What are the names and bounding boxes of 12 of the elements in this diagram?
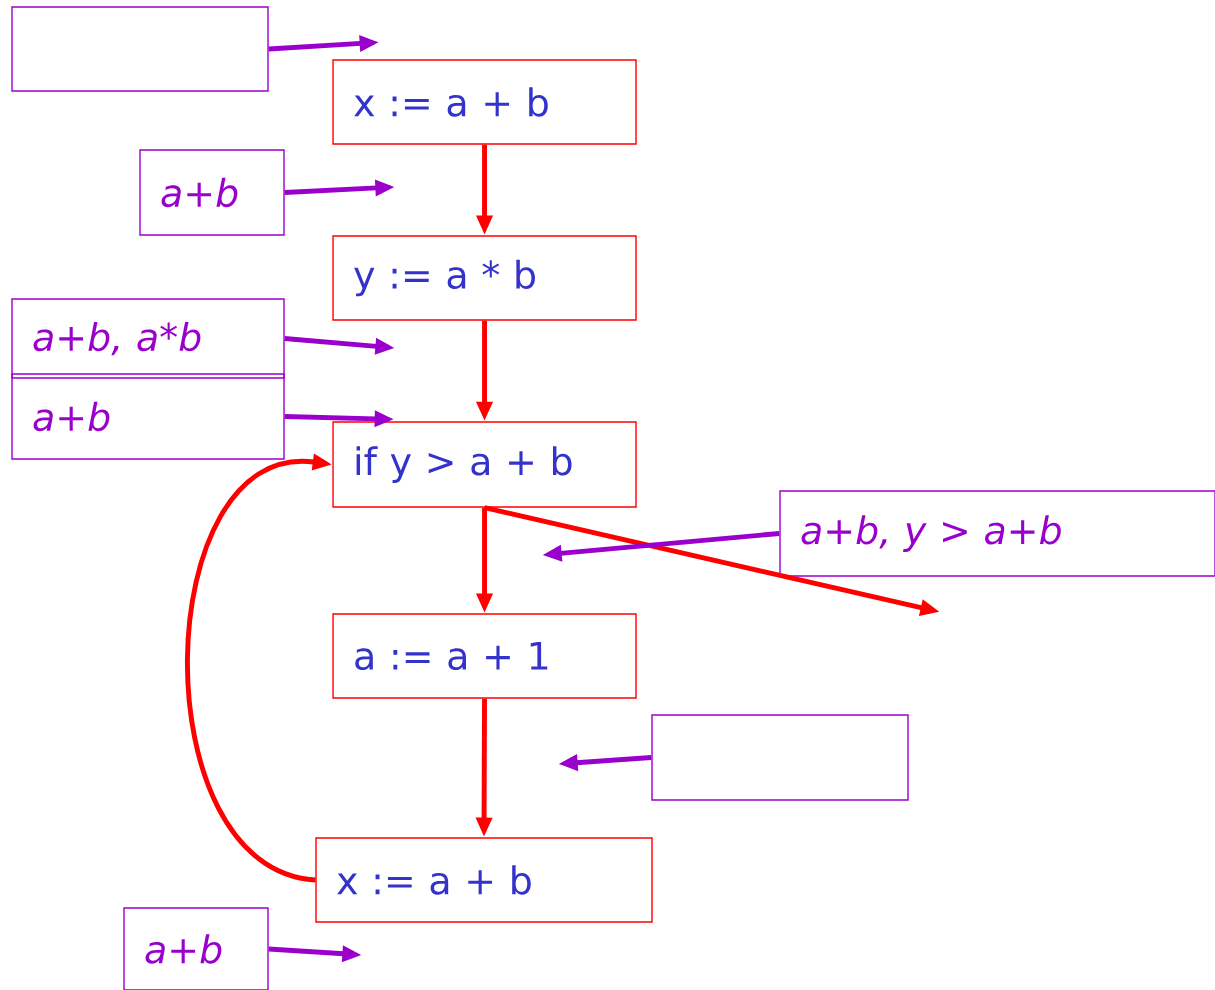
annotation-box: a+b, a*b (11, 298, 285, 379)
statement-box: a := a + 1 (332, 613, 637, 699)
annotation-box: a+b, y > a+b (779, 490, 1215, 577)
annotation-box: a+b (139, 149, 285, 236)
empty-box (651, 714, 909, 801)
annotation-box: a+b (11, 373, 285, 460)
statement-box: x := a + b (315, 837, 653, 923)
statement-box: y := a * b (332, 235, 637, 321)
empty-box (11, 6, 269, 92)
statement-box: if y > a + b (332, 421, 637, 508)
annotation-box: a+b (123, 907, 269, 990)
statement-box: x := a + b (332, 59, 637, 145)
